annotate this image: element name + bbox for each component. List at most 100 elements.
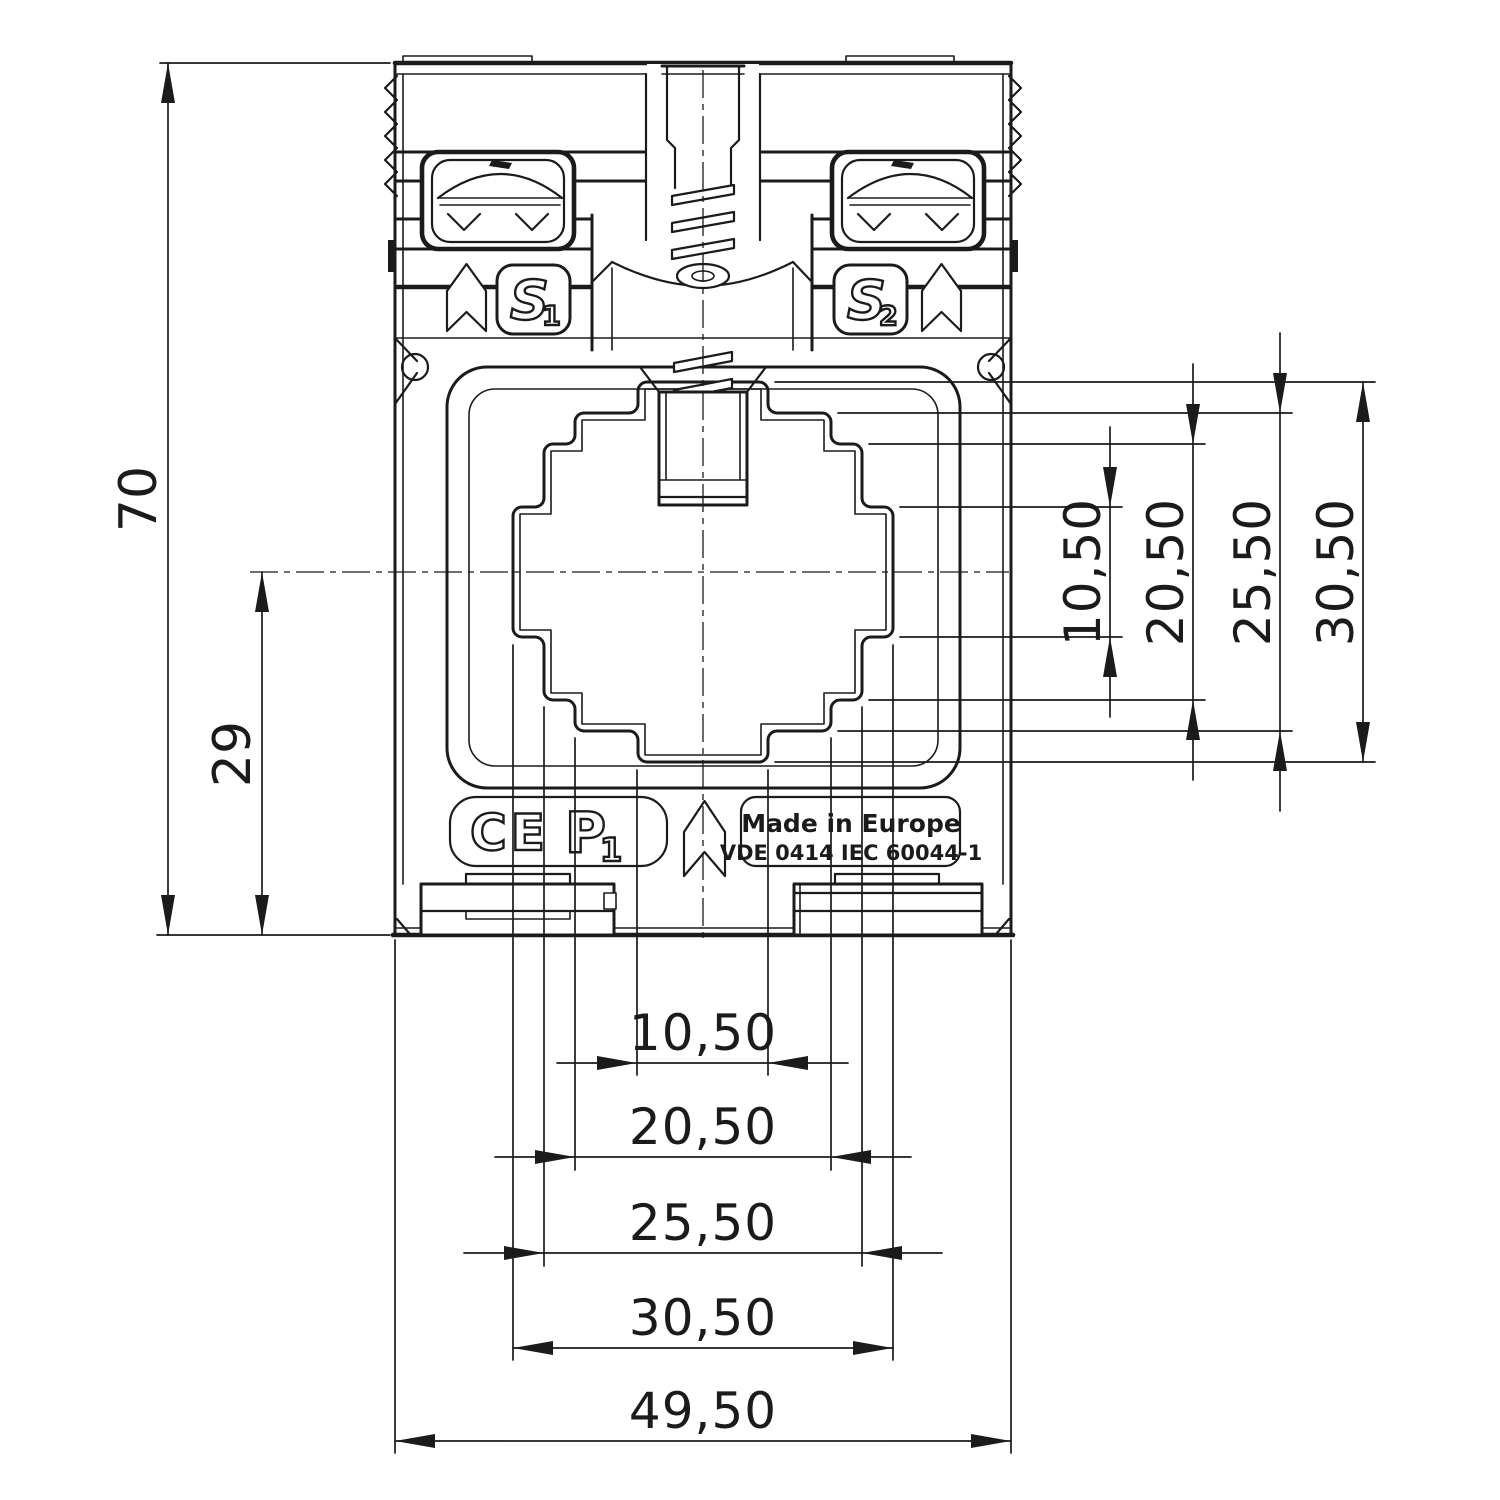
- arrowhead: [255, 572, 269, 612]
- extension-lines: [774, 381, 1376, 763]
- extension-lines: [512, 644, 894, 1361]
- knurl-right: [1007, 74, 1023, 198]
- pivot-hole-left: [400, 352, 430, 382]
- terminal-left-v-marks: [446, 212, 550, 232]
- arrowhead: [1356, 382, 1370, 422]
- dim-overall-width: 49,50: [394, 939, 1012, 1454]
- dim-text: 49,50: [629, 1382, 777, 1440]
- arrowhead: [768, 1056, 808, 1070]
- extension-lines: [868, 443, 1206, 701]
- s2-badge: [832, 263, 909, 336]
- arrowhead: [1273, 373, 1287, 413]
- arrowhead: [1186, 700, 1200, 740]
- dim-right-30-5: 30,50: [774, 381, 1376, 763]
- label-row: CE P 1 Made in Europe VDE 0414 IEC 60044…: [448, 795, 982, 878]
- s1-badge: [495, 263, 572, 336]
- thread-coil: [670, 237, 736, 261]
- foot-left-inner-lip: [465, 910, 571, 920]
- dim-text: 25,50: [1224, 498, 1282, 646]
- terminal-left-nick: [489, 160, 512, 169]
- terminal-left: [419, 149, 577, 252]
- knurl-left: [383, 74, 399, 198]
- boss-inner-edges: [591, 267, 813, 351]
- dim-text: 29: [203, 721, 263, 787]
- dim-text: 10,50: [1054, 498, 1112, 646]
- window-opening-chamfer: [519, 388, 887, 756]
- arrowhead: [395, 1434, 435, 1448]
- extension-lines: [394, 939, 1012, 1454]
- dim-right-20-5: 20,50: [868, 363, 1206, 781]
- terminal-left-slot: [437, 197, 563, 206]
- dim-text: 10,50: [629, 1004, 777, 1062]
- arrowhead: [1103, 637, 1117, 677]
- dim-text: 20,50: [1137, 498, 1195, 646]
- standard-label: VDE 0414 IEC 60044-1: [720, 841, 982, 865]
- foot-left-notch: [603, 892, 617, 910]
- p1-mark-sub: 1: [600, 831, 622, 869]
- side-tick-left: [388, 240, 394, 272]
- arrowhead: [513, 1341, 553, 1355]
- ce-mark: CE: [470, 804, 549, 862]
- body-inner-walls: [402, 73, 1004, 885]
- arrowhead: [1103, 467, 1117, 507]
- extension-lines: [156, 62, 391, 936]
- dim-overall-height: 70: [109, 62, 391, 936]
- terminal-right-slot: [847, 197, 973, 206]
- extension-lines: [636, 769, 769, 1076]
- arrowhead: [853, 1341, 893, 1355]
- dim-right-25-5: 25,50: [837, 332, 1293, 812]
- mounting-feet: [419, 872, 984, 937]
- arrowhead: [597, 1056, 637, 1070]
- arrowhead: [862, 1246, 902, 1260]
- s2-label: S: [847, 269, 886, 332]
- arrowhead: [255, 895, 269, 935]
- arrowhead: [161, 895, 175, 935]
- extension-lines: [574, 737, 832, 1171]
- arrowhead: [831, 1150, 871, 1164]
- s1-label-sub: 1: [542, 301, 561, 332]
- notch-left: [393, 336, 419, 406]
- arrowhead: [161, 63, 175, 103]
- clamp-block-inner-edges: [658, 391, 748, 481]
- dim-bottom-20-5: 20,50: [494, 737, 912, 1171]
- s2-label-sub: 2: [879, 301, 898, 332]
- terminal-right-screw-head: [840, 158, 976, 244]
- body-side-edges: [393, 61, 1013, 937]
- thread-coil: [670, 183, 736, 207]
- arrowhead: [535, 1150, 575, 1164]
- terminal-right-v-marks: [856, 212, 960, 232]
- extension-lines: [543, 706, 863, 1267]
- body-bottom-corner-chamfers: [395, 917, 1011, 935]
- dim-bottom-10-5: 10,50: [556, 769, 849, 1076]
- notch-right: [987, 336, 1013, 406]
- centerlines: [250, 70, 1009, 940]
- terminal-right-nick: [891, 160, 914, 169]
- dimensions: 70 29 10,50 20,50: [109, 62, 1376, 1454]
- terminal-left-screw-head: [430, 158, 566, 244]
- origin-badge: [739, 795, 962, 868]
- terminal-right-dome: [846, 173, 974, 200]
- dim-text: 30,50: [629, 1289, 777, 1347]
- polarity-row: S 1 S 2: [445, 262, 963, 336]
- dim-bottom-25-5: 25,50: [463, 706, 943, 1267]
- dim-right-10-5: 10,50: [899, 426, 1123, 718]
- screw-shaft: [665, 64, 741, 190]
- side-tick-right: [1012, 240, 1018, 272]
- p1-mark: P: [565, 801, 606, 866]
- arrowhead: [971, 1434, 1011, 1448]
- up-arrow-icon: [682, 799, 727, 878]
- terminal-right: [829, 149, 987, 252]
- terminal-left-dome: [436, 173, 564, 200]
- s1-label: S: [510, 269, 549, 332]
- dim-bottom-30-5: 30,50: [512, 644, 894, 1361]
- dim-text: 20,50: [629, 1098, 777, 1156]
- arrowhead: [1273, 731, 1287, 771]
- dim-text: 30,50: [1307, 498, 1365, 646]
- window-opening-outer: [511, 380, 895, 764]
- arrowhead: [1186, 404, 1200, 444]
- foot-right-lines: [792, 891, 984, 913]
- dim-text: 25,50: [629, 1194, 777, 1252]
- dim-center-height: 29: [203, 571, 269, 936]
- arrowhead: [504, 1246, 544, 1260]
